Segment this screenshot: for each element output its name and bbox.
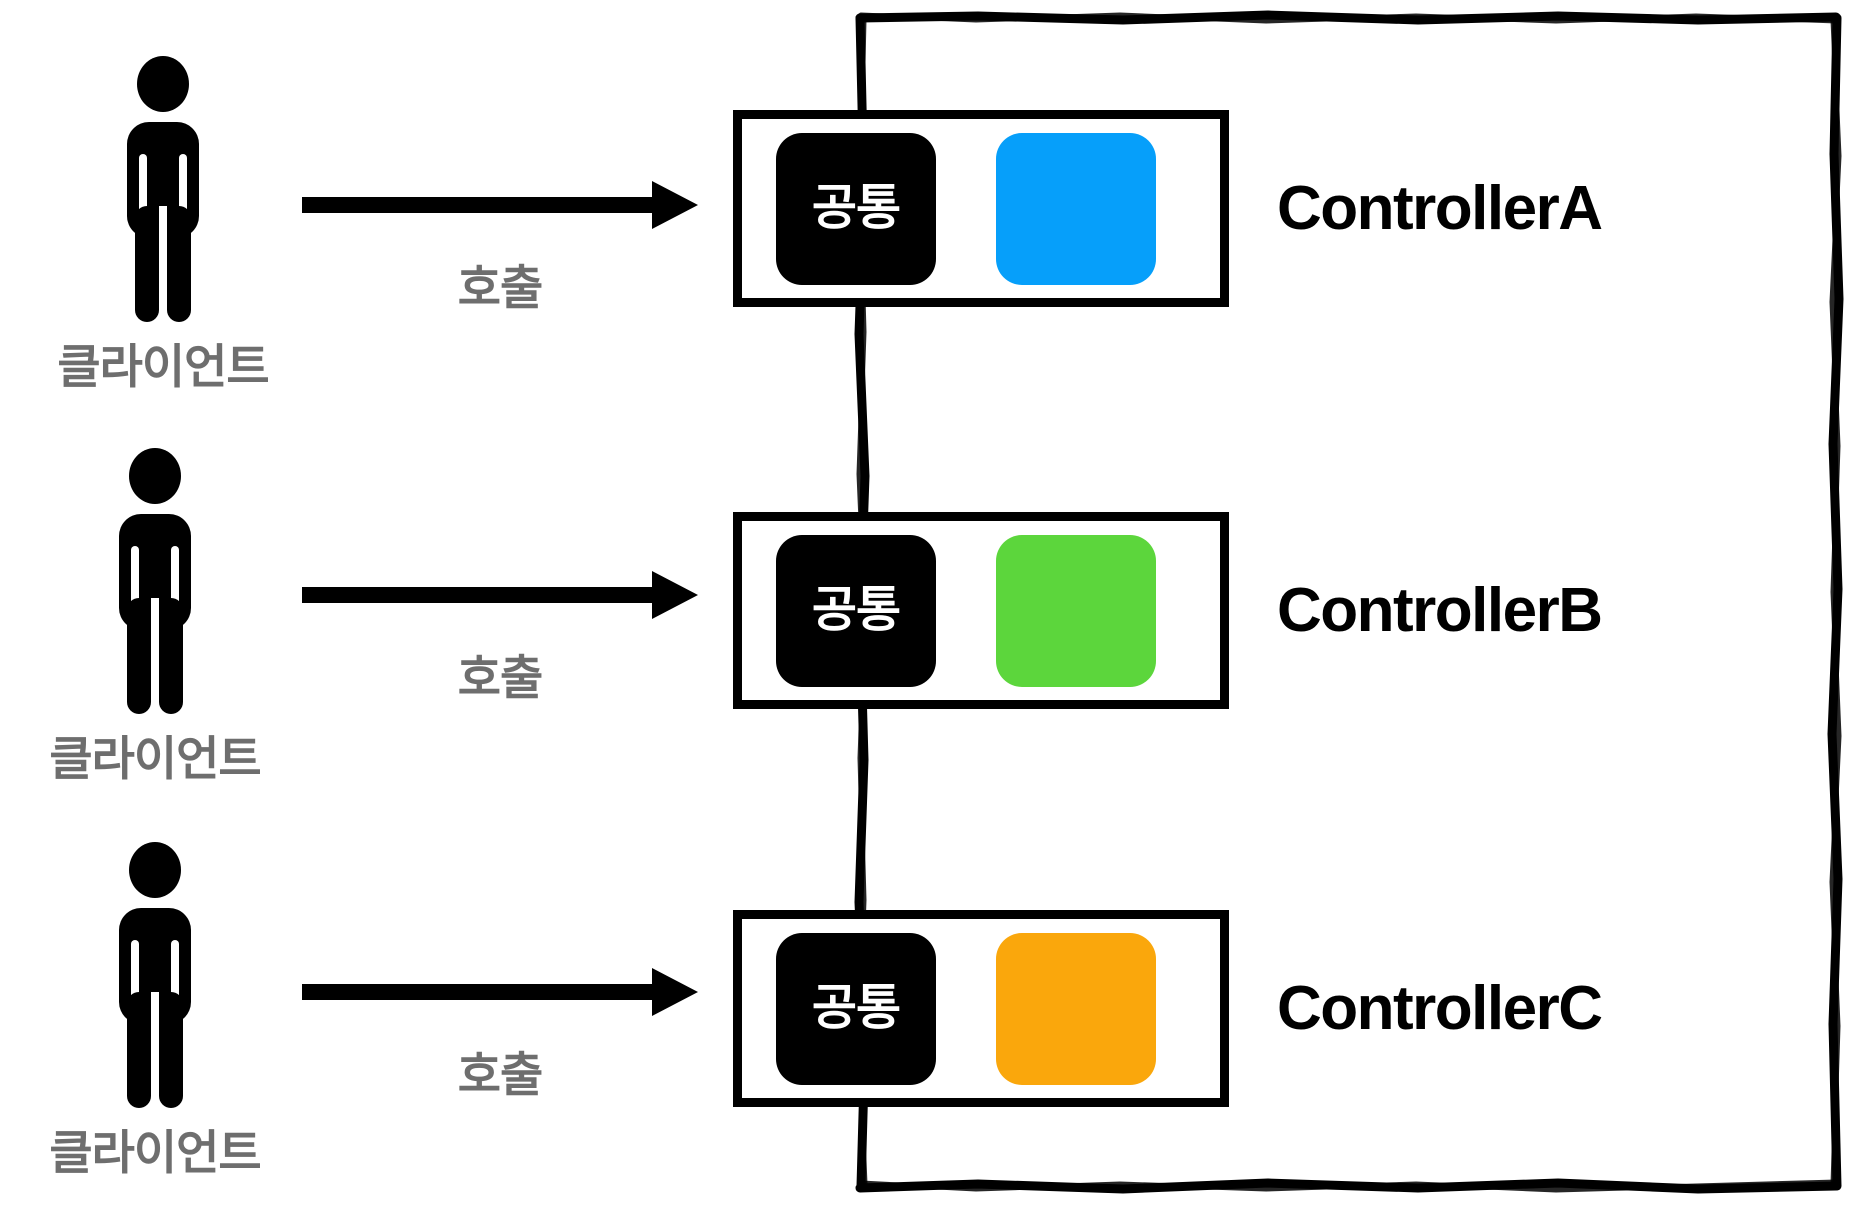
controller-row-c: 공통 ControllerC bbox=[733, 910, 1603, 1107]
arrow-right-icon bbox=[302, 968, 698, 1016]
client-label: 클라이언트 bbox=[49, 1126, 261, 1179]
controller-box: 공통 bbox=[733, 110, 1229, 307]
person-icon bbox=[100, 448, 210, 716]
common-module-label: 공통 bbox=[811, 583, 901, 637]
call-arrow-label: 호출 bbox=[457, 261, 543, 314]
controller-box: 공통 bbox=[733, 910, 1229, 1107]
controller-accent-chip bbox=[996, 132, 1156, 285]
arrow-right-icon bbox=[302, 571, 698, 619]
arrow-right-icon bbox=[302, 181, 698, 229]
call-arrow-label: 호출 bbox=[457, 651, 543, 704]
controller-accent-chip bbox=[996, 534, 1156, 687]
controller-name-label: ControllerB bbox=[1277, 576, 1603, 645]
client-label: 클라이언트 bbox=[57, 340, 269, 393]
person-icon bbox=[100, 842, 210, 1110]
common-module-label: 공통 bbox=[811, 181, 901, 235]
client-group-1: 클라이언트 bbox=[48, 56, 278, 397]
call-arrow-label: 호출 bbox=[457, 1048, 543, 1101]
call-arrow-group-2: 호출 bbox=[300, 565, 700, 708]
call-arrow-group-3: 호출 bbox=[300, 962, 700, 1105]
client-group-2: 클라이언트 bbox=[40, 448, 270, 789]
client-group-3: 클라이언트 bbox=[40, 842, 270, 1183]
common-module-label: 공통 bbox=[811, 981, 901, 1035]
controller-box: 공통 bbox=[733, 512, 1229, 709]
common-module-chip: 공통 bbox=[776, 534, 936, 687]
person-icon bbox=[108, 56, 218, 324]
controller-name-label: ControllerA bbox=[1277, 174, 1603, 243]
controller-row-b: 공통 ControllerB bbox=[733, 512, 1603, 709]
controller-accent-chip bbox=[996, 932, 1156, 1085]
call-arrow-group-1: 호출 bbox=[300, 175, 700, 318]
controller-name-label: ControllerC bbox=[1277, 974, 1603, 1043]
client-label: 클라이언트 bbox=[49, 732, 261, 785]
common-module-chip: 공통 bbox=[776, 132, 936, 285]
controller-row-a: 공통 ControllerA bbox=[733, 110, 1603, 307]
common-module-chip: 공통 bbox=[776, 932, 936, 1085]
